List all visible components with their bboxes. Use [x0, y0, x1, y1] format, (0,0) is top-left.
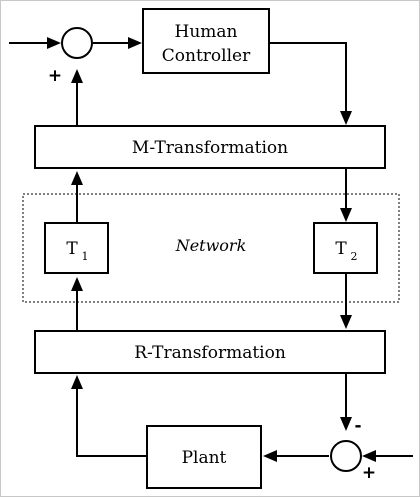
m-transformation-label: M-Transformation	[132, 138, 288, 158]
t2-block: T 2	[313, 222, 378, 274]
arrowhead-to-t2	[340, 208, 352, 222]
r-transformation-block: R-Transformation	[34, 330, 386, 374]
top-summing-junction	[61, 27, 93, 59]
wire-plant-to-r	[76, 383, 147, 457]
bottom-sum-minus-sign: -	[354, 416, 361, 436]
t2-label: T	[335, 239, 347, 259]
arrowhead-to-m-from-t1	[71, 171, 83, 185]
m-transformation-block: M-Transformation	[34, 125, 386, 169]
bottom-sum-plus-sign: +	[362, 463, 376, 483]
arrowhead-to-bottom-sum	[340, 417, 352, 431]
arrowhead-to-plant	[263, 450, 277, 462]
arrowhead-to-top-sum	[71, 69, 83, 83]
arrowhead-to-m	[340, 111, 352, 125]
arrowhead-to-r-from-t2	[340, 315, 352, 329]
arrowhead-to-r-from-plant	[71, 375, 83, 389]
t1-subscript: 1	[82, 250, 89, 263]
plant-block: Plant	[146, 425, 262, 489]
arrowhead-input-to-top-sum	[47, 37, 61, 49]
t1-block: T 1	[44, 222, 109, 274]
plant-label: Plant	[182, 448, 227, 468]
arrowheads	[47, 37, 376, 462]
human-controller-label-line2: Controller	[162, 46, 251, 66]
arrowhead-input-to-bottom-sum	[362, 450, 376, 462]
top-sum-plus-sign: +	[48, 66, 62, 86]
arrowhead-to-t1	[71, 277, 83, 291]
connection-lines	[9, 42, 413, 457]
arrowhead-to-human	[128, 37, 142, 49]
human-controller-block: Human Controller	[142, 8, 270, 74]
t1-label: T	[66, 239, 78, 259]
wire-human-to-m	[269, 42, 347, 116]
network-label: Network	[175, 236, 247, 255]
r-transformation-label: R-Transformation	[134, 343, 286, 363]
network-region	[22, 193, 400, 303]
human-controller-label-line1: Human	[175, 22, 238, 42]
t2-subscript: 2	[351, 250, 358, 263]
bottom-summing-junction	[330, 440, 362, 472]
